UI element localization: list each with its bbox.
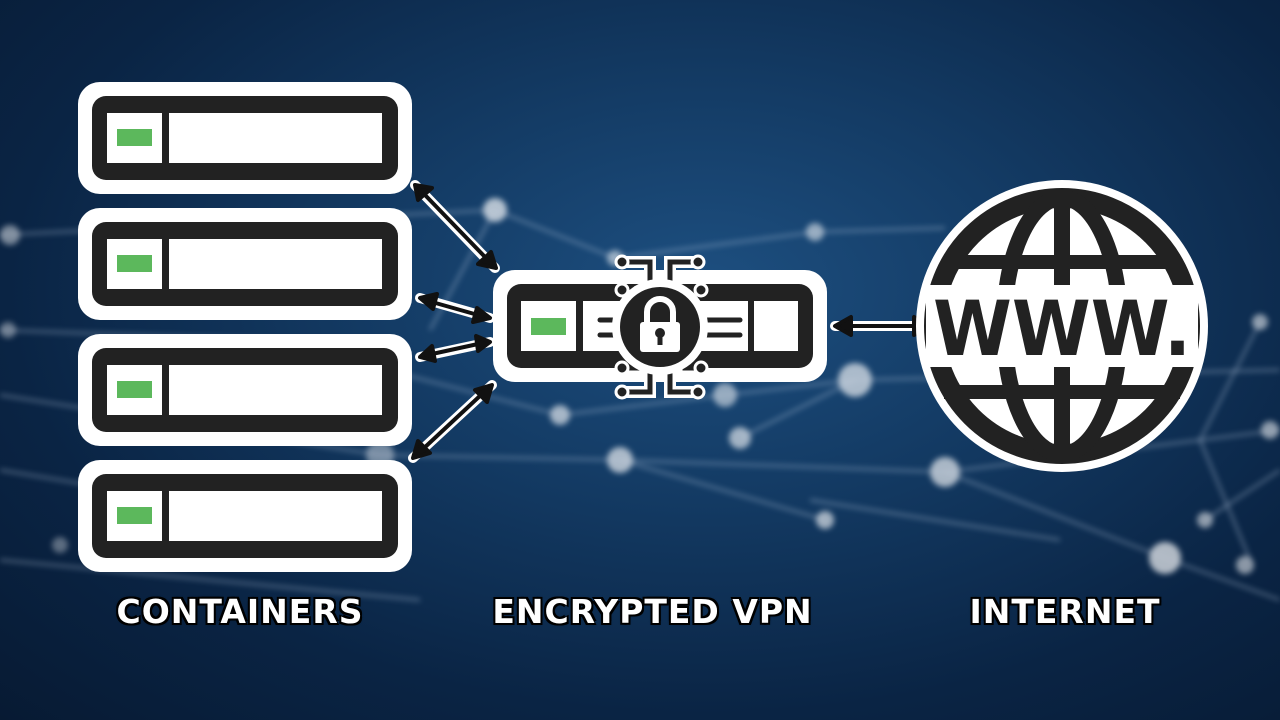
- lock-icon: [612, 279, 708, 375]
- encrypted-vpn-label: ENCRYPTED VPN: [492, 592, 813, 631]
- server-icon: [78, 334, 412, 446]
- globe-text: WWW.: [933, 284, 1191, 373]
- server-icon: [78, 208, 412, 320]
- double-arrow-icon: [408, 180, 935, 463]
- containers-label: CONTAINERS: [116, 592, 364, 631]
- globe-icon: WWW.: [916, 180, 1208, 472]
- vpn-server-icon: [493, 254, 827, 400]
- server-icon: [78, 460, 412, 572]
- internet-label: INTERNET: [969, 592, 1161, 631]
- containers-stack: [78, 82, 412, 572]
- server-icon: [78, 82, 412, 194]
